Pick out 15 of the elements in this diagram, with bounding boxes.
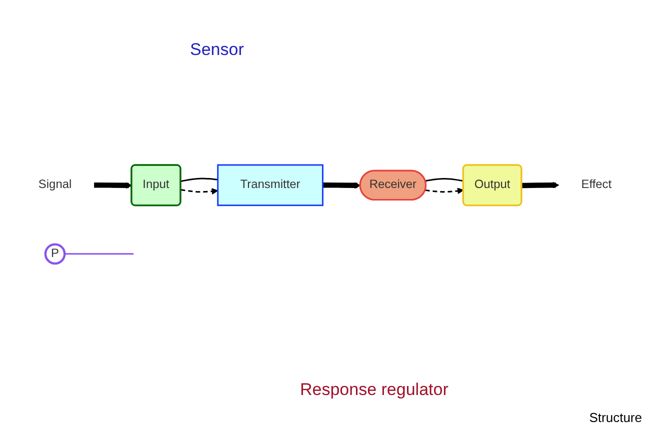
arrow: [180, 188, 218, 194]
connector: [64, 253, 134, 255]
group-label: Response regulator: [300, 380, 448, 400]
structure-label: Structure: [589, 410, 642, 425]
node-circle: P: [44, 243, 66, 265]
arrow: [94, 182, 132, 189]
group-label: Sensor: [190, 40, 244, 60]
arrow: [425, 188, 464, 194]
connector: [180, 178, 218, 182]
connector: [425, 178, 464, 182]
node-text: Signal: [38, 178, 72, 192]
arrow: [522, 182, 560, 188]
arrow: [322, 182, 361, 189]
node-box: Transmitter: [217, 164, 324, 206]
node-text: Effect: [581, 178, 612, 192]
